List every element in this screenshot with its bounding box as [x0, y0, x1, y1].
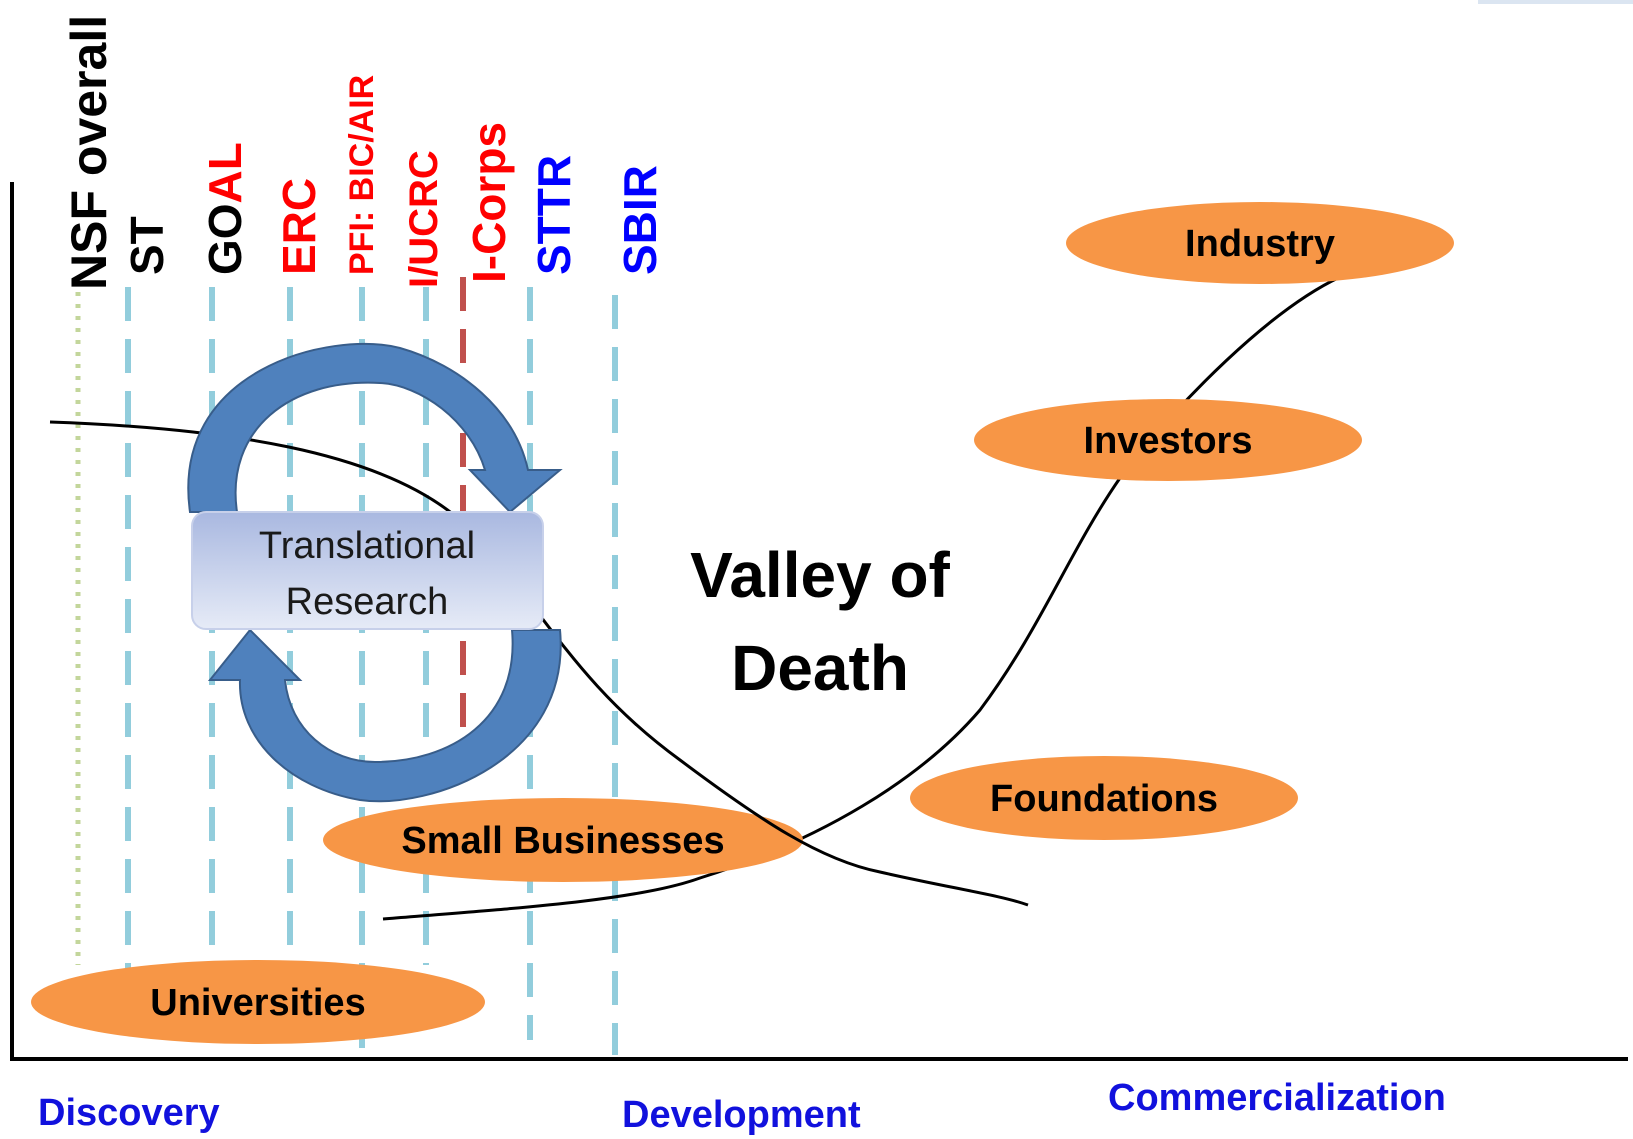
translational-research-line1: Translational — [259, 525, 475, 567]
funding-decline-curve — [49, 420, 1029, 907]
universities-label: Universities — [150, 982, 365, 1024]
foundations-label: Foundations — [990, 778, 1218, 820]
program-label-goal: GOAL — [199, 142, 251, 275]
program-label-iucrc: I/UCRC — [402, 150, 446, 288]
program-label-pfi: PFI: BIC/AIR — [343, 75, 381, 275]
program-label-sbir: SBIR — [614, 165, 666, 275]
goal-label-part1: GO — [199, 203, 251, 275]
circular-arrows-icon — [187, 342, 563, 803]
valley-of-death-line2: Death — [731, 632, 909, 704]
translational-research-box — [191, 511, 544, 630]
stage-development: Development — [622, 1094, 861, 1136]
small-businesses-ellipse — [323, 798, 803, 882]
industry-ellipse — [1066, 202, 1454, 284]
program-label-erc: ERC — [273, 178, 325, 275]
valley-of-death-line1: Valley of — [690, 539, 950, 611]
industry-label: Industry — [1185, 223, 1335, 265]
small-businesses-label: Small Businesses — [401, 820, 724, 862]
goal-label-part2: AL — [199, 142, 251, 203]
upper-cycle-arrow — [187, 342, 563, 514]
stage-commercialization: Commercialization — [1108, 1077, 1446, 1119]
program-label-icorps: I-Corps — [463, 122, 515, 283]
universities-ellipse — [31, 960, 485, 1044]
program-label-st: ST — [121, 216, 173, 275]
foundations-ellipse — [910, 756, 1298, 840]
program-label-nsf-overall: NSF overall — [61, 15, 117, 290]
stage-discovery: Discovery — [38, 1092, 220, 1134]
translational-research-line2: Research — [286, 581, 449, 623]
investors-label: Investors — [1084, 420, 1253, 462]
program-label-sttr: STTR — [528, 155, 580, 275]
corner-artifact — [1478, 0, 1633, 4]
lower-cycle-arrow — [207, 628, 562, 803]
investors-ellipse — [974, 399, 1362, 481]
